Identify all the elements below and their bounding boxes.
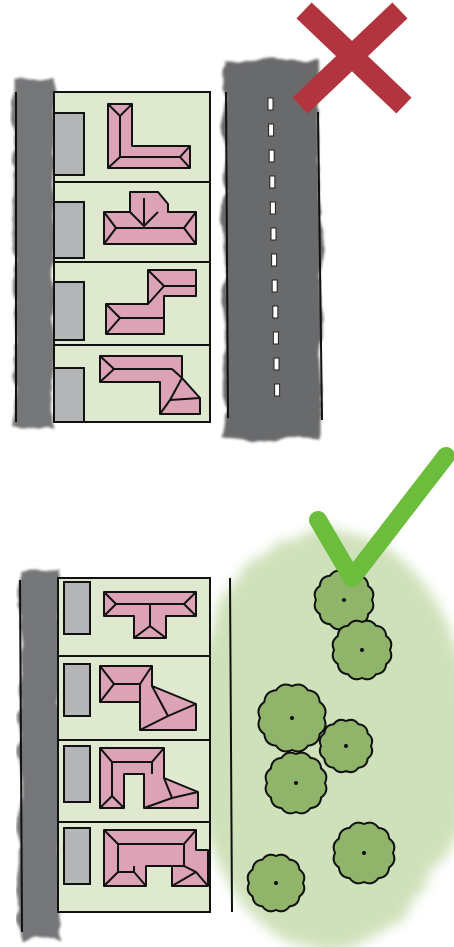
garage xyxy=(63,827,91,885)
tree-trunk-dot xyxy=(274,881,278,885)
red-cross-icon xyxy=(292,2,412,114)
tree-trunk-dot xyxy=(360,648,364,652)
garage xyxy=(63,745,91,803)
road-center-dashes xyxy=(267,97,281,397)
house-roof xyxy=(105,269,197,335)
garage xyxy=(53,112,85,176)
house-roof xyxy=(107,103,191,169)
road-dash xyxy=(274,383,281,397)
green-checkmark-icon xyxy=(309,447,454,587)
road-dash xyxy=(271,253,278,267)
tree-trunk-dot xyxy=(342,598,346,602)
road-dash xyxy=(268,149,275,163)
road-dash xyxy=(271,279,278,293)
house-roof xyxy=(103,591,197,639)
top-panel xyxy=(14,2,412,440)
road-edge-line xyxy=(317,111,323,421)
garage xyxy=(53,201,85,259)
tree-trunk-dot xyxy=(290,716,294,720)
road-dash xyxy=(273,357,280,371)
bottom-panel xyxy=(19,447,454,947)
tree-trunk-dot xyxy=(294,781,298,785)
bottom-left-road xyxy=(20,570,60,940)
tree-trunk-dot xyxy=(362,851,366,855)
road-dash xyxy=(270,227,277,241)
road-dash xyxy=(272,305,279,319)
house-roof xyxy=(99,665,197,731)
road-edge-line xyxy=(225,91,229,419)
road-dash xyxy=(272,331,279,345)
road-dash xyxy=(269,175,276,189)
road-edge-line xyxy=(19,579,23,933)
house-roof xyxy=(99,747,199,809)
garage xyxy=(63,581,91,635)
road-dash xyxy=(267,97,274,111)
road-dash xyxy=(268,123,275,137)
road-dash xyxy=(269,201,276,215)
house-roof xyxy=(99,355,201,415)
house-roof xyxy=(103,829,209,887)
top-main-road xyxy=(224,60,320,440)
garage xyxy=(53,367,85,423)
top-left-road xyxy=(14,78,54,428)
garage xyxy=(63,663,91,717)
house-roof xyxy=(103,191,197,245)
tree-trunk-dot xyxy=(344,744,348,748)
park-edge-line xyxy=(229,577,233,913)
garage xyxy=(53,281,85,341)
trees-group xyxy=(246,569,396,913)
